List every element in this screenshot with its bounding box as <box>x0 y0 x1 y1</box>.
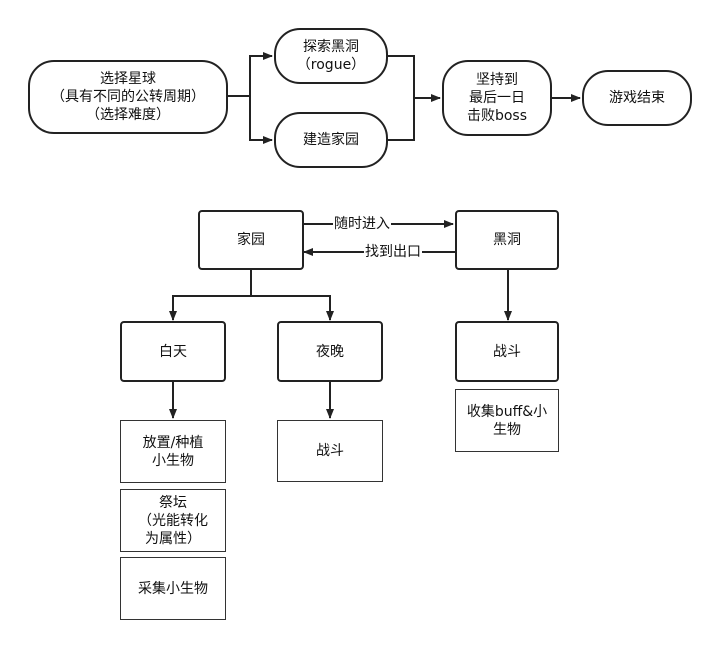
edge-explore-to-merge <box>388 55 415 98</box>
node-home-label: 家园 <box>237 232 265 248</box>
node-explore-black-hole-label: 探索黑洞 （rogue） <box>296 39 366 73</box>
node-explore-black-hole: 探索黑洞 （rogue） <box>274 28 388 84</box>
node-night-battle: 战斗 <box>277 420 383 482</box>
edge-split-to-night <box>251 295 334 321</box>
node-game-end-label: 游戏结束 <box>609 90 665 106</box>
node-game-end: 游戏结束 <box>582 70 692 126</box>
node-night: 夜晚 <box>277 321 383 382</box>
node-black-hole-label: 黑洞 <box>493 232 521 248</box>
node-persist-defeat-boss: 坚持到 最后一日 击败boss <box>442 60 552 136</box>
edge-split-to-day <box>169 295 251 321</box>
edge-label-find-exit: 找到出口 <box>364 244 422 260</box>
node-hole-battle-label: 战斗 <box>493 343 521 360</box>
node-collect-buff-label: 收集buff&小 生物 <box>466 403 548 438</box>
node-altar: 祭坛 （光能转化 为属性） <box>120 489 226 552</box>
node-day: 白天 <box>120 321 226 382</box>
edge-label-enter-anytime: 随时进入 <box>333 216 391 232</box>
node-collect-buff: 收集buff&小 生物 <box>455 389 559 452</box>
node-hole-battle: 战斗 <box>455 321 559 382</box>
node-collect-creatures: 采集小生物 <box>120 557 226 620</box>
edge-branch-to-explore <box>249 52 273 96</box>
node-altar-label: 祭坛 （光能转化 为属性） <box>138 494 208 547</box>
node-collect-creatures-label: 采集小生物 <box>138 580 208 597</box>
node-persist-defeat-boss-label: 坚持到 最后一日 击败boss <box>466 72 528 124</box>
node-home: 家园 <box>198 210 304 270</box>
node-night-label: 夜晚 <box>316 343 344 360</box>
node-build-home-label: 建造家园 <box>303 132 359 148</box>
node-place-plant: 放置/种植 小生物 <box>120 420 226 483</box>
node-select-planet-label: 选择星球 （具有不同的公转周期） （选择难度） <box>51 71 205 123</box>
node-build-home: 建造家园 <box>274 112 388 168</box>
edge-branch-to-build <box>249 96 273 144</box>
node-select-planet: 选择星球 （具有不同的公转周期） （选择难度） <box>28 60 228 134</box>
node-night-battle-label: 战斗 <box>316 443 344 459</box>
edge-build-to-merge <box>388 98 415 141</box>
node-black-hole: 黑洞 <box>455 210 559 270</box>
node-day-label: 白天 <box>159 343 187 360</box>
node-place-plant-label: 放置/种植 小生物 <box>142 434 204 469</box>
